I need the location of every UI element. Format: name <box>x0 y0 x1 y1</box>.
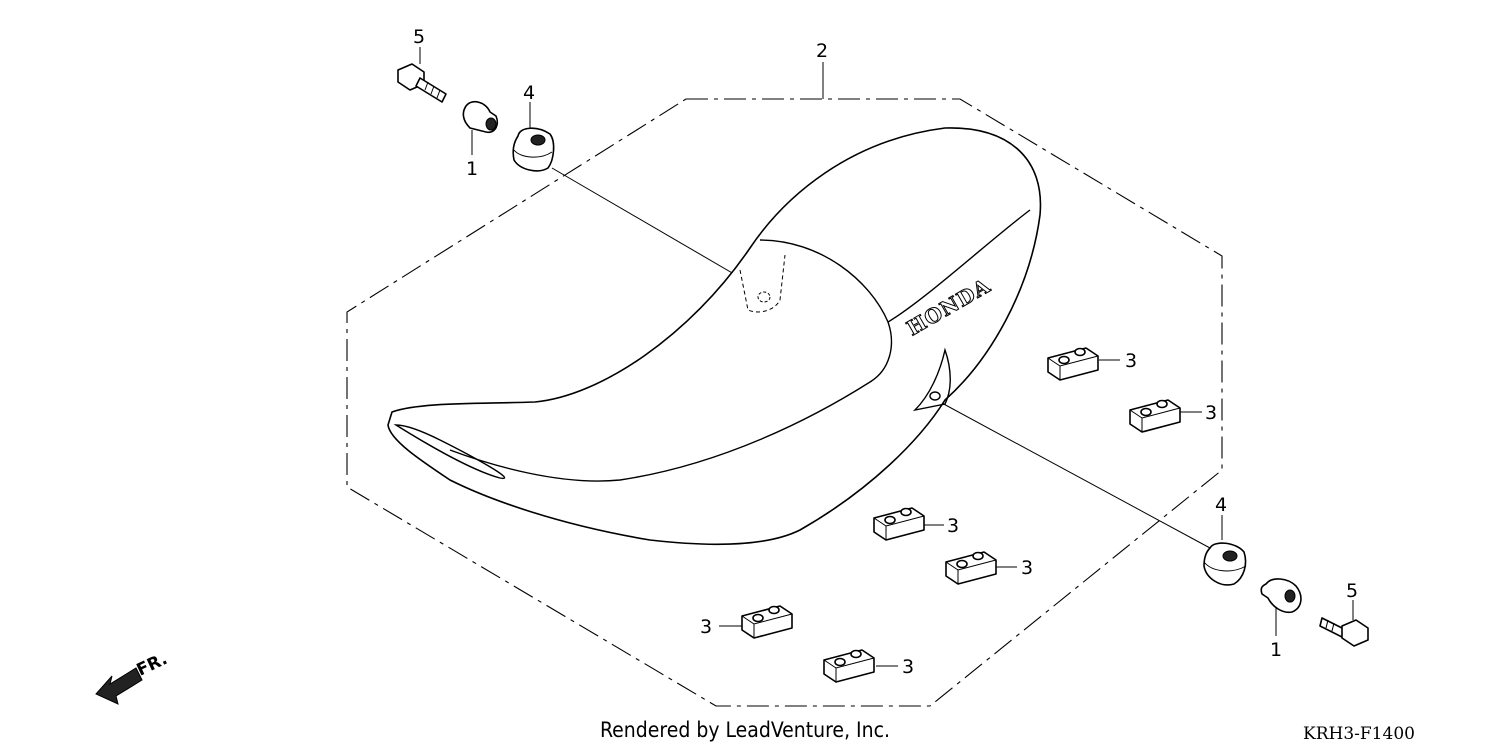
grommet-part-4-top <box>512 127 555 172</box>
callout-3-d: 3 <box>1021 557 1033 579</box>
render-credit: Rendered by LeadVenture, Inc. <box>600 718 890 742</box>
callout-3-e: 3 <box>700 616 712 638</box>
bolt-part-5-right <box>1319 617 1369 647</box>
callout-2: 2 <box>816 40 828 62</box>
callout-5-right: 5 <box>1346 580 1358 602</box>
callout-3-a: 3 <box>1125 350 1137 372</box>
callout-3-b: 3 <box>1205 402 1217 424</box>
assembly-outline <box>346 98 1223 707</box>
direction-label: FR. <box>134 649 171 680</box>
bolt-part-5-left <box>397 63 447 103</box>
callout-3-f: 3 <box>902 656 914 678</box>
cushion-part-3-e <box>741 605 793 639</box>
figure-code: KRH3-F1400 <box>1303 724 1415 744</box>
callout-1-right: 1 <box>1270 639 1282 661</box>
cushion-part-3-c <box>873 507 925 541</box>
cushion-part-3-a <box>1047 347 1099 381</box>
grommet-part-4-right <box>1203 542 1247 586</box>
collar-part-1-right <box>1260 578 1302 614</box>
callout-5-top: 5 <box>413 26 425 48</box>
callout-1-top: 1 <box>466 158 478 180</box>
callout-3-c: 3 <box>947 515 959 537</box>
leader-lines <box>419 47 1354 667</box>
callout-4-top: 4 <box>523 82 535 104</box>
front-direction-arrow: FR. <box>95 649 171 705</box>
collar-part-1-left <box>462 100 499 134</box>
cushion-part-3-b <box>1129 399 1181 433</box>
callout-4-right: 4 <box>1215 494 1227 516</box>
cushion-part-3-f <box>823 649 875 683</box>
seat: HONDA <box>387 127 1042 546</box>
cushion-part-3-d <box>945 551 997 585</box>
